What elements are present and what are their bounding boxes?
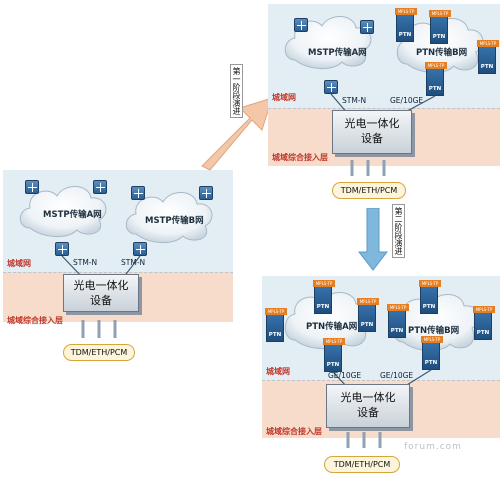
cloud-b [125,192,213,243]
step1-label: 第一阶段演进 [230,64,243,118]
switch-icon [131,186,145,200]
service-bubble: TDM/ETH/PCM [324,456,400,473]
cloud-b-label: PTN传输B网 [416,48,468,58]
watermark: forum.com [404,442,462,452]
device-label-line1: 光电一体化 [344,117,400,130]
switch-icon [55,242,69,256]
arrow-stage2 [358,208,388,271]
cloud-b-label: PTN传输B网 [408,326,460,336]
switch-icon [199,186,213,200]
cloud-a-label: MSTP传输A网 [308,48,367,58]
cloud-a-label: PTN传输A网 [306,322,358,332]
link-b-label: STM-N [121,258,146,267]
link-a-label: STM-N [342,96,367,105]
step2-label: 第二阶段演进 [392,204,405,258]
link-a-label: GE/10GE [328,371,362,380]
access-zone-label: 城域综合接入层 [266,427,322,436]
cloud-b-label: MSTP传输B网 [145,216,204,226]
metro-zone-label: 城域网 [272,93,296,102]
switch-icon [324,80,338,94]
device-label-line1: 光电一体化 [340,391,396,404]
link-a-label: STM-N [73,258,98,267]
device-label-line2: 设备 [361,132,383,145]
metro-zone-label: 城域网 [7,259,31,268]
device-label-line1: 光电一体化 [73,279,129,292]
access-zone-label: 城域综合接入层 [272,153,328,162]
cloud-a [19,186,107,237]
metro-zone-label: 城域网 [266,367,290,376]
switch-icon [25,180,39,194]
device-label-line2: 设备 [90,294,112,307]
panel-current: 城域网 城域综合接入层 MSTP传输A网 MSTP传输B网 STM-N STM-… [3,170,233,370]
link-b-label: GE/10GE [390,96,424,105]
service-bubble: TDM/ETH/PCM [63,344,135,361]
optoelectronic-device: 光电一体化 设备 [63,274,139,312]
device-label-line2: 设备 [357,406,379,419]
links [61,255,141,338]
arrow-stage1 [201,97,273,171]
switch-icon [294,18,308,32]
switch-icon [93,180,107,194]
switch-icon [133,242,147,256]
link-b-label: GE/10GE [380,371,414,380]
service-bubble: TDM/ETH/PCM [332,182,406,199]
links [330,93,436,176]
optoelectronic-device: 光电一体化 设备 [332,110,412,154]
access-zone-label: 城域综合接入层 [7,316,63,325]
optoelectronic-device: 光电一体化 设备 [326,384,410,428]
switch-icon [360,20,374,34]
cloud-a-label: MSTP传输A网 [43,210,102,220]
